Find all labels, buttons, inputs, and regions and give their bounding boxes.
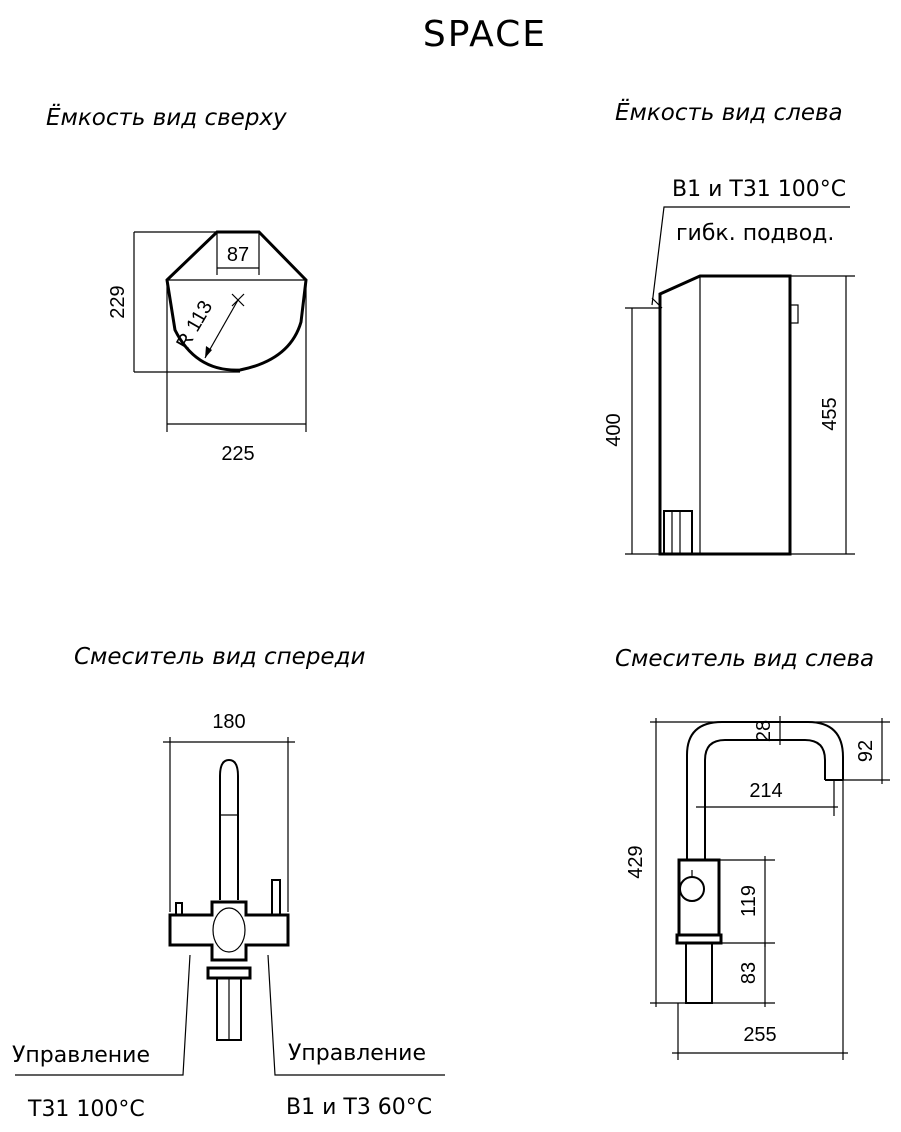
mixer-front-spout (219, 758, 239, 900)
mixer-left-429-label: 429 (625, 845, 647, 878)
mixer-left-handle-circle (679, 876, 705, 902)
tank-top-radius-label: R 113 (172, 297, 217, 353)
tank-top-radius-line (204, 299, 239, 359)
mixer-left-255-label: 255 (743, 1024, 776, 1046)
mixer-left-view: Смеситель вид слева 429 28 92 214 119 (615, 646, 890, 1060)
tank-left-400-label: 400 (603, 413, 625, 446)
mixer-front-right-leader (267, 954, 445, 1076)
tank-top-height-label: 229 (107, 285, 129, 318)
tank-left-leader (651, 206, 850, 306)
tank-left-view: Ёмкость вид слева В1 и Т31 100°С гибк. п… (603, 98, 855, 556)
mixer-left-nut (675, 933, 723, 945)
tank-top-outline (165, 230, 308, 372)
mixer-front-body-round (212, 907, 246, 953)
mixer-front-left-leader (15, 954, 191, 1076)
tank-top-radius-arrow (205, 346, 212, 358)
tank-left-body (658, 274, 792, 556)
tank-left-455-label: 455 (819, 397, 841, 430)
tank-top-view: Ёмкость вид сверху 229 225 87 R 113 (46, 103, 308, 465)
mixer-front-body (168, 900, 290, 962)
mixer-front-right-label: Управление (288, 1041, 426, 1066)
mixer-left-spout-outer (686, 721, 844, 860)
mixer-front-right-value: В1 и Т3 60°С (286, 1095, 432, 1120)
tank-top-width-label: 225 (221, 443, 254, 465)
mixer-front-180-label: 180 (212, 711, 245, 733)
tank-top-center-mark-b (231, 293, 245, 307)
mixer-left-heading: Смеситель вид слева (615, 646, 874, 672)
tank-top-heading: Ёмкость вид сверху (46, 103, 287, 131)
mixer-left-83-label: 83 (738, 962, 760, 984)
mixer-front-heading: Смеситель вид спереди (74, 644, 365, 670)
tank-left-fitting (789, 304, 799, 324)
tank-top-87-label: 87 (227, 244, 249, 266)
mixer-front-view: Смеситель вид спереди 180 Управление Т31… (12, 644, 445, 1122)
tank-left-panel (663, 510, 693, 555)
mixer-left-spout-inner (704, 739, 826, 860)
mixer-left-28-label: 28 (753, 720, 775, 742)
mixer-front-left-value: Т31 100°С (27, 1097, 145, 1122)
mixer-left-92-label: 92 (855, 740, 877, 762)
mixer-front-left-label: Управление (12, 1043, 150, 1068)
tank-left-note-1: В1 и Т31 100°С (672, 177, 846, 202)
page-title: SPACE (423, 14, 547, 55)
mixer-front-right-handle (271, 879, 281, 916)
tank-left-inlet (651, 297, 663, 309)
mixer-left-119-label: 119 (738, 885, 760, 917)
tank-left-note-2: гибк. подвод. (676, 221, 834, 246)
mixer-left-214-label: 214 (749, 780, 782, 802)
tank-left-heading: Ёмкость вид слева (615, 98, 843, 126)
mixer-left-shank (685, 942, 713, 1004)
mixer-front-nut (206, 966, 252, 980)
mixer-front-left-handle (175, 902, 183, 916)
